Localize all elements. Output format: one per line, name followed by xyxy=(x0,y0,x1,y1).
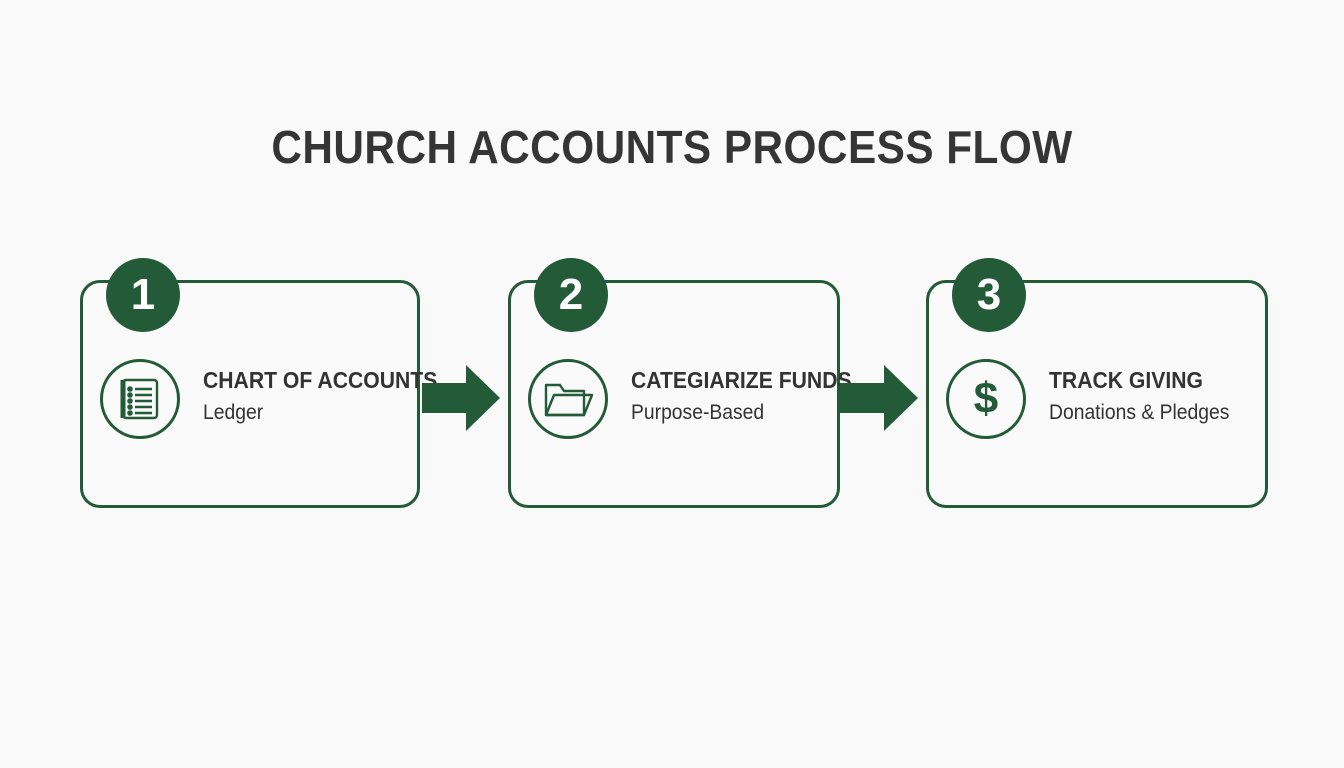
step-subtitle: Donations & Pledges xyxy=(1049,401,1230,424)
step-number-badge: 2 xyxy=(534,258,608,332)
step-card-2: 2 CATEGIARIZE FUNDS Purpose-Based xyxy=(508,258,852,508)
step-subtitle: Ledger xyxy=(203,401,264,424)
step-number-badge: 3 xyxy=(952,258,1026,332)
step-title: TRACK GIVING xyxy=(1049,367,1203,393)
ledger-list-icon xyxy=(100,359,180,439)
page-title: CHURCH ACCOUNTS PROCESS FLOW xyxy=(271,121,1073,173)
step-number-badge: 1 xyxy=(106,258,180,332)
arrow-right-icon xyxy=(422,365,500,431)
step-card-1: 1 CHART OF ACCOUNTS Ledger xyxy=(80,258,437,508)
step-title: CATEGIARIZE FUNDS xyxy=(631,367,852,393)
step-card-3: 3 $ TRACK GIVING Donations & Pledges xyxy=(926,258,1268,508)
step-title: CHART OF ACCOUNTS xyxy=(203,367,438,393)
dollar-icon: $ xyxy=(946,359,1026,439)
folder-icon xyxy=(528,359,608,439)
step-subtitle: Purpose-Based xyxy=(631,401,765,424)
dollar-glyph: $ xyxy=(973,374,999,423)
arrow-right-icon xyxy=(840,365,918,431)
